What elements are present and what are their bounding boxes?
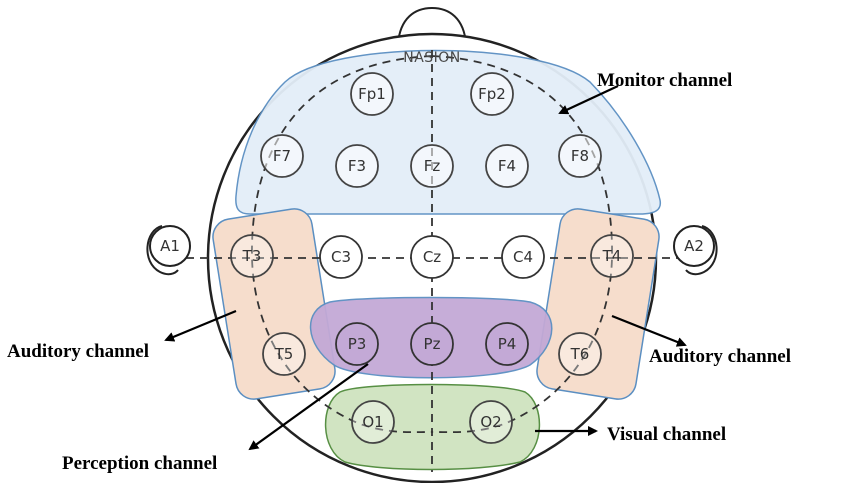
auditory-channel-label-left: Auditory channel — [7, 341, 149, 362]
electrode-t4: T4 — [590, 234, 634, 278]
auditory-channel-label-right: Auditory channel — [649, 346, 791, 367]
electrode-label: Fp1 — [358, 85, 386, 103]
electrode-fp1: Fp1 — [350, 72, 394, 116]
auditory-channel-region-right — [536, 208, 660, 400]
electrode-f4: F4 — [485, 144, 529, 188]
electrode-label: Cz — [423, 248, 441, 266]
visual-channel-region — [324, 383, 541, 471]
nasion-label: NASION — [403, 50, 461, 66]
electrode-c4: C4 — [501, 235, 545, 279]
electrode-c3: C3 — [319, 235, 363, 279]
electrode-label: O2 — [480, 413, 501, 431]
electrode-label: T6 — [570, 345, 590, 363]
callout-arrows — [164, 85, 687, 451]
electrode-label: Fp2 — [478, 85, 506, 103]
perception-arrow — [248, 363, 369, 451]
auditory-left-arrow — [164, 309, 237, 342]
electrode-label: Pz — [424, 335, 441, 353]
electrode-a1: A1 — [149, 225, 191, 267]
visual-channel-label: Visual channel — [607, 424, 726, 445]
electrode-label: O1 — [362, 413, 383, 431]
electrode-label: T4 — [602, 247, 622, 265]
electrode-label: C3 — [331, 248, 351, 266]
electrode-label: T3 — [242, 247, 262, 265]
electrode-fz: Fz — [410, 144, 454, 188]
electrode-o1: O1 — [351, 400, 395, 444]
electrode-cz: Cz — [410, 235, 454, 279]
electrode-pz: Pz — [410, 322, 454, 366]
electrode-label: P3 — [348, 335, 367, 353]
monitor-arrow — [558, 85, 619, 115]
perception-channel-label: Perception channel — [62, 453, 217, 474]
electrode-label: P4 — [498, 335, 517, 353]
electrode-label: A2 — [684, 237, 704, 255]
electrode-f8: F8 — [558, 134, 602, 178]
electrode-label: F7 — [273, 147, 291, 165]
electrode-f3: F3 — [335, 144, 379, 188]
auditory-right-arrow — [611, 314, 687, 347]
electrode-f7: F7 — [260, 134, 304, 178]
electrode-label: F8 — [571, 147, 589, 165]
electrode-label: Fz — [424, 157, 441, 175]
electrode-p3: P3 — [335, 322, 379, 366]
electrode-label: T5 — [274, 345, 294, 363]
electrode-a2: A2 — [673, 225, 715, 267]
electrode-label: F3 — [348, 157, 366, 175]
electrode-t6: T6 — [558, 332, 602, 376]
electrode-label: F4 — [498, 157, 516, 175]
electrode-fp2: Fp2 — [470, 72, 514, 116]
electrode-label: C4 — [513, 248, 533, 266]
monitor-channel-label: Monitor channel — [597, 70, 732, 91]
electrode-t5: T5 — [262, 332, 306, 376]
electrode-o2: O2 — [469, 400, 513, 444]
electrode-t3: T3 — [230, 234, 274, 278]
electrode-label: A1 — [160, 237, 180, 255]
electrode-p4: P4 — [485, 322, 529, 366]
